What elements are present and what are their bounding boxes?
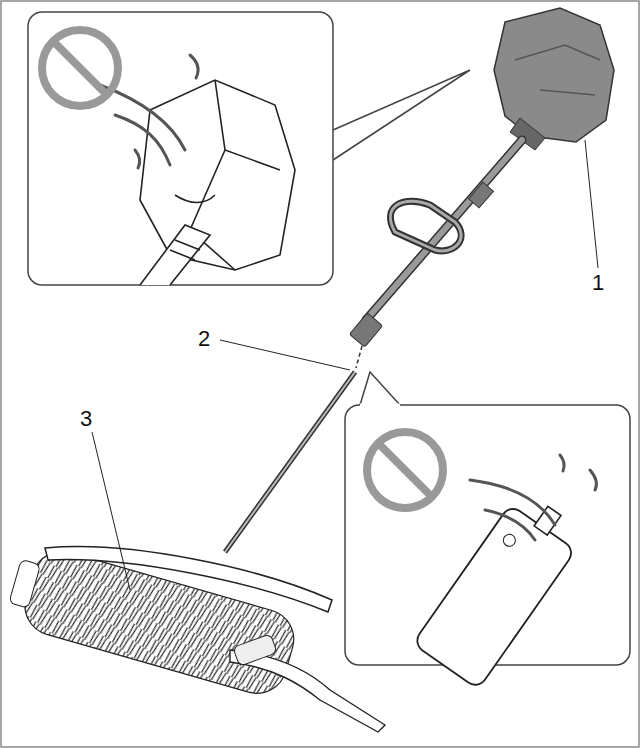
callout-number: 1: [592, 272, 604, 294]
callout-number: 3: [80, 408, 92, 430]
callout-number: 2: [198, 328, 210, 350]
